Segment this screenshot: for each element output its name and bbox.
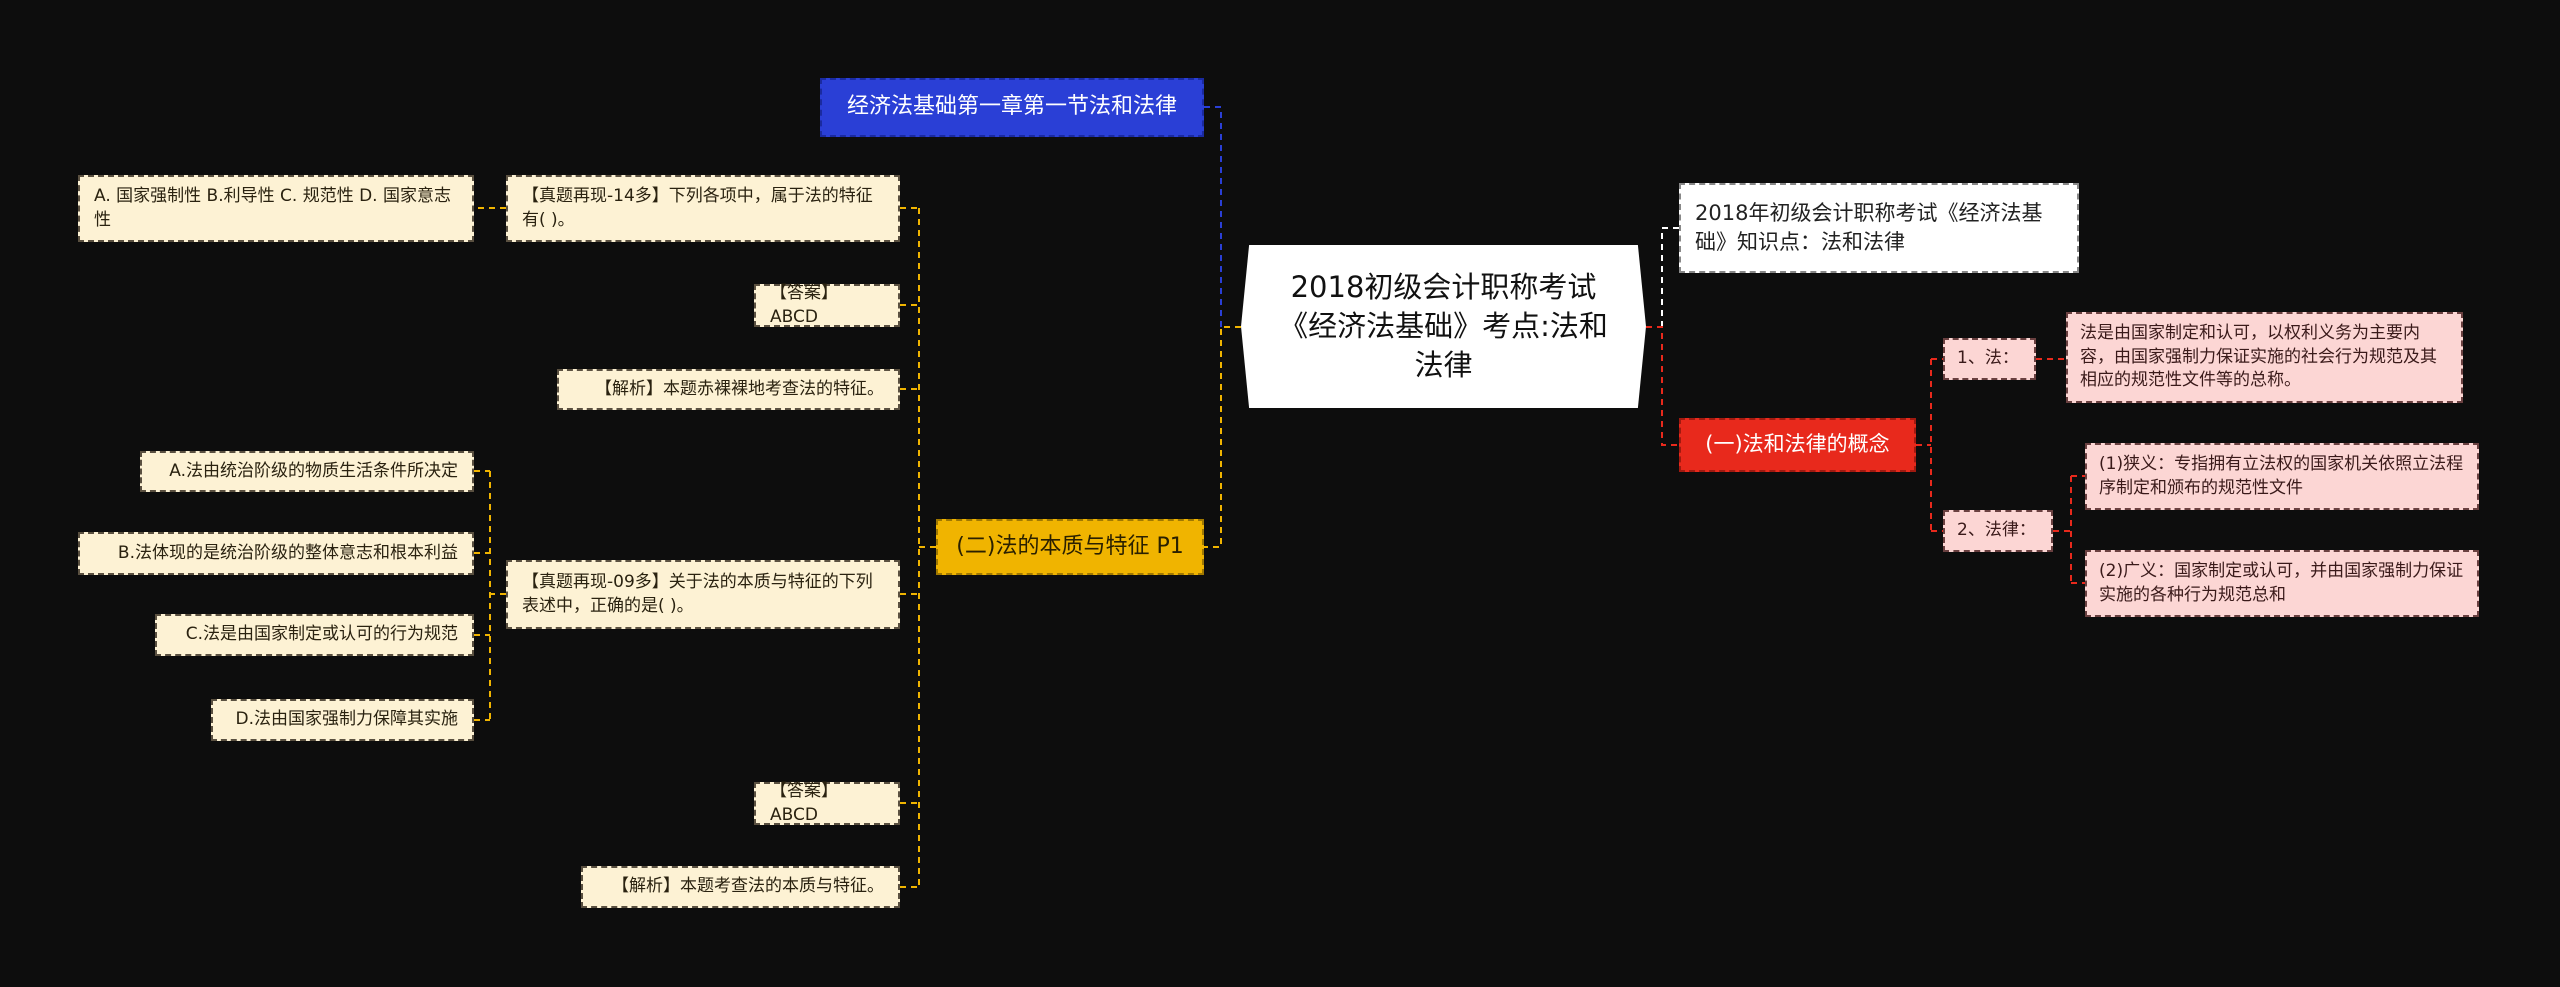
answer1-node[interactable]: 【答案】ABCD [754, 282, 900, 327]
link-section2 [1204, 326, 1241, 548]
statute-label-node[interactable]: 2、法律： [1943, 510, 2053, 552]
option-text: A.法由统治阶级的物质生活条件所决定 [169, 460, 458, 481]
answer1-text: 【答案】ABCD [770, 282, 838, 327]
link-chapter [1204, 106, 1222, 327]
law-definition-text: 法是由国家制定和认可，以权利义务为主要内容，由国家强制力保证实施的社会行为规范及… [2080, 322, 2437, 391]
statute-broad-text: (2)广义：国家制定或认可，并由国家强制力保证实施的各种行为规范总和 [2099, 560, 2464, 605]
q09-option-c[interactable]: C.法是由国家制定或认可的行为规范 [155, 614, 474, 656]
q09-option-d[interactable]: D.法由国家强制力保障其实施 [211, 699, 474, 741]
link-section2-bus [900, 207, 936, 888]
q14-node[interactable]: 【真题再现-14多】下列各项中，属于法的特征有( )。 [506, 175, 900, 242]
summary-text: 2018年初级会计职称考试《经济法基础》知识点：法和法律 [1695, 200, 2043, 254]
law-definition-node[interactable]: 法是由国家制定和认可，以权利义务为主要内容，由国家强制力保证实施的社会行为规范及… [2066, 312, 2463, 403]
q09-text: 【真题再现-09多】关于法的本质与特征的下列表述中，正确的是( )。 [522, 571, 873, 616]
link-section1-bus [1916, 358, 1943, 532]
chapter-node[interactable]: 经济法基础第一章第一节法和法律 [820, 78, 1204, 137]
link-summary [1661, 227, 1679, 327]
law-label-text: 1、法： [1957, 348, 2019, 369]
root-topic[interactable]: 2018初级会计职称考试《经济法基础》考点:法和法律 [1241, 245, 1646, 408]
link-statute-bus [2053, 475, 2085, 584]
link-section1 [1646, 326, 1679, 446]
section1-node[interactable]: (一)法和法律的概念 [1679, 418, 1916, 472]
section2-node[interactable]: (二)法的本质与特征 P1 [936, 519, 1204, 575]
q14-options-text: A. 国家强制性 B.利导性 C. 规范性 D. 国家意志性 [94, 185, 451, 230]
statute-label-text: 2、法律： [1957, 520, 2036, 541]
option-text: C.法是由国家制定或认可的行为规范 [185, 624, 458, 645]
option-text: B.法体现的是统治阶级的整体意志和根本利益 [117, 542, 458, 563]
q09-option-b[interactable]: B.法体现的是统治阶级的整体意志和根本利益 [78, 532, 474, 575]
section2-text: (二)法的本质与特征 P1 [956, 533, 1184, 559]
q09-node[interactable]: 【真题再现-09多】关于法的本质与特征的下列表述中，正确的是( )。 [506, 560, 900, 629]
analysis2-text: 【解析】本题考查法的本质与特征。 [612, 876, 884, 897]
statute-broad-node[interactable]: (2)广义：国家制定或认可，并由国家强制力保证实施的各种行为规范总和 [2085, 550, 2479, 617]
answer2-node[interactable]: 【答案】ABCD [754, 780, 900, 825]
statute-narrow-node[interactable]: (1)狭义：专指拥有立法权的国家机关依照立法程序制定和颁布的规范性文件 [2085, 443, 2479, 510]
analysis1-node[interactable]: 【解析】本题赤裸裸地考查法的特征。 [557, 369, 900, 410]
q14-options-node[interactable]: A. 国家强制性 B.利导性 C. 规范性 D. 国家意志性 [78, 175, 474, 242]
law-label-node[interactable]: 1、法： [1943, 338, 2036, 380]
statute-narrow-text: (1)狭义：专指拥有立法权的国家机关依照立法程序制定和颁布的规范性文件 [2099, 453, 2464, 498]
section1-text: (一)法和法律的概念 [1705, 432, 1890, 457]
answer2-text: 【答案】ABCD [770, 780, 838, 825]
q14-text: 【真题再现-14多】下列各项中，属于法的特征有( )。 [522, 185, 873, 230]
analysis1-text: 【解析】本题赤裸裸地考查法的特征。 [595, 378, 884, 399]
q09-option-a[interactable]: A.法由统治阶级的物质生活条件所决定 [140, 451, 474, 492]
root-topic-text: 2018初级会计职称考试《经济法基础》考点:法和法律 [1279, 269, 1608, 383]
chapter-text: 经济法基础第一章第一节法和法律 [846, 94, 1177, 120]
option-text: D.法由国家强制力保障其实施 [235, 709, 459, 730]
analysis2-node[interactable]: 【解析】本题考查法的本质与特征。 [581, 866, 900, 908]
summary-node[interactable]: 2018年初级会计职称考试《经济法基础》知识点：法和法律 [1679, 183, 2079, 273]
link-q09-options [474, 470, 506, 721]
